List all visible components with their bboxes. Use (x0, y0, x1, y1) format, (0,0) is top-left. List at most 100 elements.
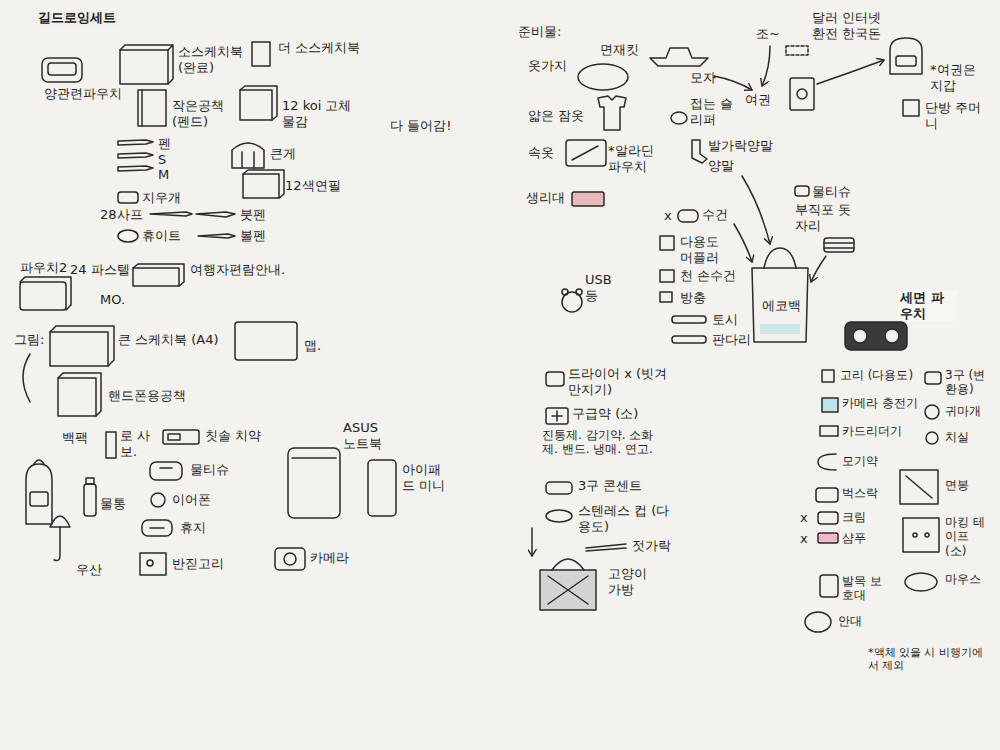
paper-background-part (0, 0, 8, 750)
note-label: 옷가지 (528, 58, 567, 74)
item-text: 귀마개 (945, 404, 981, 418)
item-node: 3구 콘센트 (578, 478, 642, 494)
mechanical-pencil-icon (150, 212, 192, 216)
pastel-box-icon (133, 264, 184, 286)
sketchbook-icon (120, 45, 173, 84)
cat-bag-icon-part (548, 576, 588, 604)
item-text: 접는 슬리퍼 (690, 96, 738, 127)
item-text: 발가락양말 (708, 138, 773, 154)
adapter-icon (925, 372, 941, 384)
brush-case-icon-part (232, 143, 264, 168)
sewing-kit-icon-part (140, 553, 166, 575)
pen-icon-part (118, 166, 153, 171)
repellent-icon-part (818, 454, 836, 470)
towel-icon-part (678, 210, 698, 222)
item-text: 큰게 (270, 146, 296, 162)
arrow (742, 176, 770, 244)
item-text: 샴푸 (842, 531, 866, 545)
item-node: 치실 (945, 430, 969, 444)
sock-icon (692, 140, 707, 163)
masking-tape-icon-part (913, 533, 917, 537)
pencil-box-icon-part (243, 174, 279, 198)
chopsticks-icon (586, 544, 626, 551)
masking-tape-icon (903, 518, 939, 552)
note-box: x (800, 510, 808, 526)
item-node: 벅스락 (842, 486, 878, 500)
laptop-icon (288, 448, 340, 518)
item-node: 칫솔 치약 (205, 428, 261, 444)
note-label: 핸드폰용공책 (108, 388, 186, 404)
pouch-icon-part (42, 58, 82, 82)
wet-tissue-icon (795, 186, 809, 196)
notebook-icon (58, 373, 101, 416)
cotton-swab-icon-part (900, 470, 938, 504)
underwear-pouch-icon (566, 140, 606, 166)
region-outline (640, 82, 875, 367)
pastel-box-icon-part (133, 268, 179, 286)
earphone-icon-part (151, 493, 165, 507)
arrow-part (817, 60, 884, 84)
ballpen-icon (198, 234, 235, 238)
item-text: 3구 콘센트 (578, 478, 642, 494)
item-text: 천 손수건 (680, 268, 736, 284)
note-box: 큰 스케치북 (A4) (118, 332, 219, 348)
item-text: 카메라 충전기 (842, 396, 918, 410)
passport-icon-part (790, 78, 814, 110)
item-text: 양말 (708, 158, 734, 174)
item-node: 12 koi 고체물감 (282, 98, 362, 129)
item-node: 양말 (708, 158, 734, 174)
paper-background-part (492, 0, 508, 750)
item-text: 로 사보. (120, 428, 165, 459)
item-text: 이어폰 (172, 492, 211, 508)
notebook-icon-part (141, 90, 143, 126)
repellent-icon-part (660, 292, 672, 302)
item-text: 진통제. 감기약. 소화제. 밴드. 냉매. 연고. (542, 428, 667, 457)
paint-box-icon-part (240, 90, 272, 120)
pouch-icon-part (903, 100, 919, 116)
item-node: 펜 S M (158, 136, 176, 183)
note-label: 파우치2 (20, 260, 67, 276)
note-box: 모자 (690, 70, 716, 86)
item-node: 토시 (712, 312, 738, 328)
backpack-icon (890, 38, 922, 74)
note-box: 핸드폰용공책 (108, 388, 186, 404)
towel-icon (678, 210, 698, 222)
item-text: 카드리더기 (842, 424, 902, 438)
pouch-icon-part (20, 282, 66, 310)
ankle-guard-icon (820, 575, 838, 597)
item-node: 부직포 돗자리 (795, 202, 861, 233)
note-label: 다 들어감! (390, 118, 451, 134)
arrow (714, 76, 752, 90)
paper-background-part (499, 0, 501, 750)
item-text: 젓가락 (632, 538, 671, 554)
arrow-part (762, 46, 770, 86)
passport-icon-part (797, 89, 807, 99)
note-label: 면재킷 (600, 42, 639, 58)
pastel-box-icon-part (133, 264, 184, 286)
paper-background-part (0, 0, 500, 750)
earplug-icon (925, 405, 939, 419)
item-node: 카메라 충전기 (842, 396, 918, 410)
item-text: USB 등 (585, 272, 621, 303)
item-node: 반짇고리 (172, 556, 224, 572)
item-node: 우산 (76, 562, 102, 578)
bracket (23, 354, 30, 402)
chopsticks-icon-part (586, 548, 626, 551)
item-text: 붓펜 (240, 207, 266, 223)
paint-box-icon-part (240, 86, 277, 120)
note-label: 모자 (690, 70, 716, 86)
notebook-icon (138, 90, 166, 126)
tissue-icon (142, 520, 172, 536)
note-label: x (800, 510, 808, 526)
item-node: 큰게 (270, 146, 296, 162)
eco-bag-icon (752, 248, 808, 342)
note-label: 얇은 잠옷 (528, 108, 584, 124)
backpack-icon-part (890, 38, 922, 74)
notebook-icon-part (58, 378, 96, 416)
brush-pen-icon-part (196, 212, 235, 217)
item-text: 아이패드 미니 (402, 462, 447, 493)
item-node: 발가락양말 (708, 138, 773, 154)
item-text: 28사프 (100, 207, 143, 223)
usb-light-icon-part (562, 289, 568, 295)
